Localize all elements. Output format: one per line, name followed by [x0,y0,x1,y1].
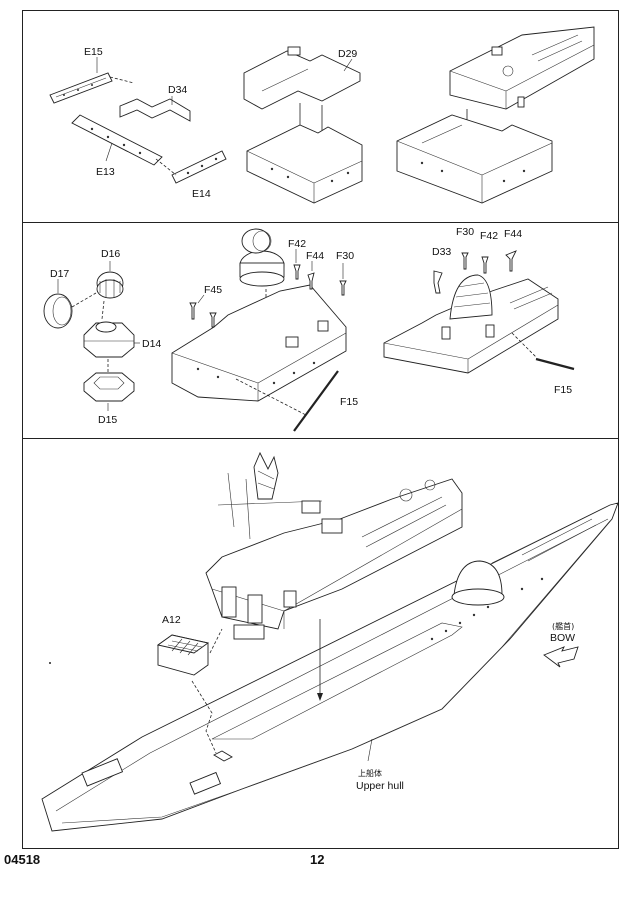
upper-hull [41,502,619,832]
step3-panel: A12 (艦首) BOW 上船体 Upper hull [41,451,619,832]
deckhouse-block [396,114,553,204]
label-e13: E13 [96,166,115,178]
kit-number: 04518 [4,852,41,867]
label-d33: D33 [432,246,451,258]
label-d34: D34 [168,84,187,96]
dome-deckhouse-assembly [383,274,559,374]
label-e15: E15 [84,46,103,58]
label-f15-right: F15 [554,384,572,396]
label-d29: D29 [338,48,357,60]
label-d14: D14 [142,338,161,350]
label-a12: A12 [162,614,181,626]
label-f30-right: F30 [456,226,474,238]
part-f42-fitting-right [481,256,489,274]
part-d29-deck [243,46,361,110]
label-d17: D17 [50,268,69,280]
part-d16-director [96,271,124,299]
wall-frame-assembly [246,124,363,204]
label-d16: D16 [101,248,120,260]
part-f30-fitting [339,280,347,296]
step1-panel: E15 D34 E13 E14 D29 [49,26,595,204]
bow-direction-arrow [543,646,579,668]
label-bow-cn: (艦首) [552,621,574,631]
part-d17-dome [43,293,73,329]
instruction-frame [22,10,619,849]
part-f44-fitting-right [505,250,517,272]
label-f45: F45 [204,284,222,296]
label-f15: F15 [340,396,358,408]
divider-step2 [22,438,619,439]
page-number: 12 [310,852,325,867]
part-d34-wall [119,98,191,122]
label-f30: F30 [336,250,354,262]
part-a12 [156,634,210,676]
part-d15-plate [83,372,135,402]
part-e15-wall [49,72,113,104]
divider-step1 [22,222,619,223]
label-f44-right: F44 [504,228,522,240]
part-d14-base [83,321,135,358]
part-d33-ladder [433,270,443,294]
label-d15: D15 [98,414,117,426]
label-upper-hull-cn: 上船体 [358,768,382,778]
label-e14: E14 [192,188,211,200]
part-e13-wall [71,114,163,166]
label-f42: F42 [288,238,306,250]
superstructure-block [449,26,595,110]
part-f30-fitting-right [461,252,469,270]
bridge-deckhouse [171,284,347,402]
part-e14-wall [171,150,227,184]
part-f42-fitting [293,264,301,280]
part-f44-fitting [307,272,315,290]
label-upper-hull: Upper hull [356,780,404,792]
step2-panel: D17 D16 D14 D15 [43,226,575,432]
label-f44: F44 [306,250,324,262]
label-bow: BOW [550,632,575,644]
radar-housing [239,228,285,287]
label-f42-right: F42 [480,230,498,242]
part-f15-rod-right [535,357,575,371]
part-f15-rod [293,370,339,432]
part-f45-fitting [189,302,217,328]
superstructure-assembly [205,451,463,640]
